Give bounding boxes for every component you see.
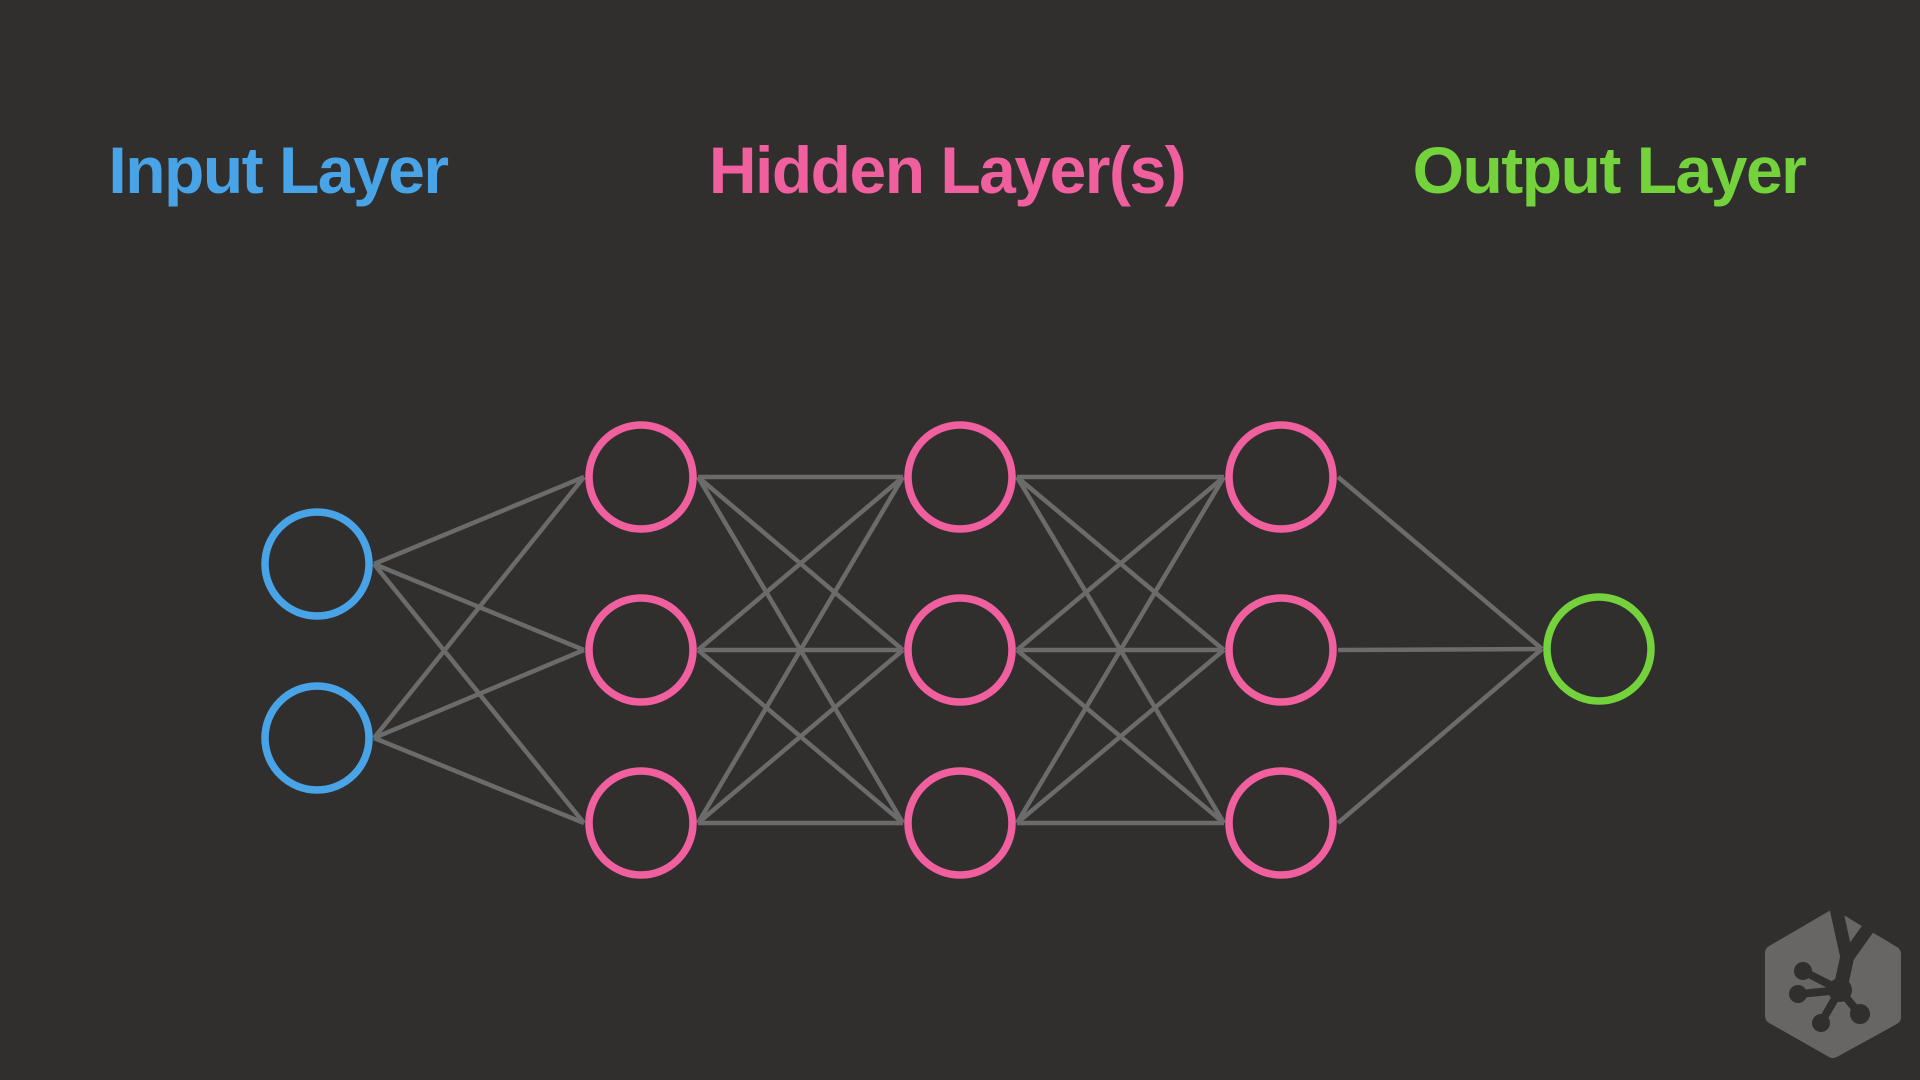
hidden-layers-label: Hidden Layer(s) <box>708 133 1187 207</box>
connection-hidden-1-n3-to-hidden-2-n1 <box>696 475 905 825</box>
hidden-3-node-2 <box>1225 594 1337 706</box>
treehouse-frog-logo-icon <box>1765 904 1901 1058</box>
connection-input-n2-to-hidden-1-n2 <box>373 647 585 741</box>
hidden-2-node-3 <box>904 767 1016 879</box>
hidden-1-node-2 <box>585 594 697 706</box>
hidden-1-node-1 <box>585 421 697 533</box>
connection-input-n2-to-hidden-1-n3 <box>373 735 585 826</box>
connection-hidden-2-n3-to-hidden-3-n2 <box>1015 648 1226 825</box>
connection-hidden-2-n2-to-hidden-3-n1 <box>1015 475 1226 652</box>
output-layer-label: Output Layer <box>1412 133 1807 207</box>
logo-frog-foot <box>1789 904 1881 1032</box>
connection-hidden-3-n3-to-output-n1 <box>1336 647 1544 825</box>
input-node-2 <box>261 682 373 794</box>
connection-input-n1-to-hidden-1-n1 <box>373 474 585 567</box>
input-node-1 <box>261 508 373 620</box>
connection-hidden-1-n2-to-hidden-2-n1 <box>696 475 905 652</box>
hidden-3-node-1 <box>1225 421 1337 533</box>
connection-input-n2-to-hidden-1-n1 <box>372 475 586 740</box>
connection-hidden-1-n3-to-hidden-2-n2 <box>696 648 905 825</box>
connection-hidden-3-n2-to-output-n1 <box>1337 646 1543 653</box>
hidden-1-node-3 <box>585 767 697 879</box>
hidden-3-node-3 <box>1225 767 1337 879</box>
connection-hidden-3-n1-to-output-n1 <box>1336 475 1544 651</box>
output-node-1 <box>1543 593 1655 705</box>
connection-hidden-2-n3-to-hidden-3-n1 <box>1015 475 1226 825</box>
hidden-2-node-2 <box>904 594 1016 706</box>
hidden-2-node-1 <box>904 421 1016 533</box>
input-layer-label: Input Layer <box>108 133 449 207</box>
